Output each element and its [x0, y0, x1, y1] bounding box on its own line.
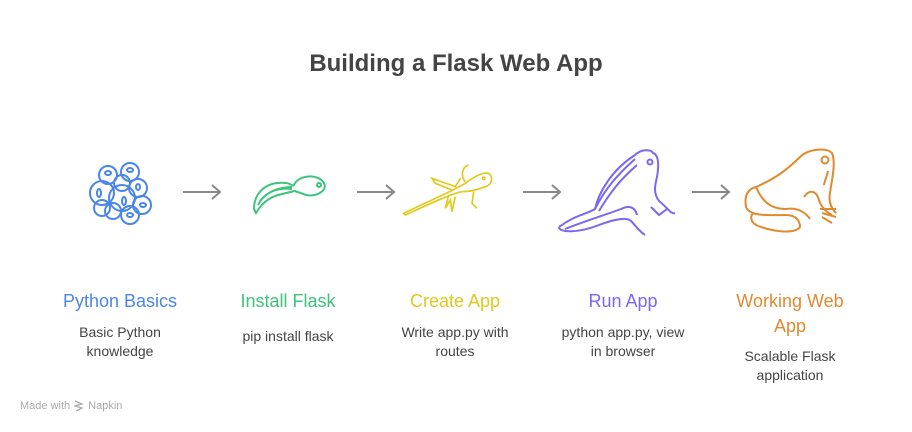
adult-frog-icon [744, 148, 837, 233]
step-desc-install-flask: pip install flask [203, 327, 373, 346]
desc-line: python app.py, view [561, 324, 685, 340]
step-label-install-flask: Install Flask [240, 291, 336, 311]
arrow-icon [692, 184, 731, 200]
tadpole-icon [252, 175, 326, 216]
arrow-icon [183, 184, 222, 200]
desc-line: Scalable Flask [744, 348, 836, 364]
step-label-python-basics: Python Basics [62, 291, 178, 311]
desc-line: knowledge [86, 343, 154, 359]
made-with-text: Made with [20, 400, 71, 412]
desc-line: Basic Python [79, 324, 161, 340]
young-frog-icon [558, 149, 676, 236]
step-desc-working-web-app: Scalable Flask application [705, 347, 875, 385]
desc-line: routes [435, 343, 475, 359]
napkin-logo-icon [74, 400, 85, 412]
frog-eggs-icon [89, 162, 152, 225]
made-with-napkin-footer: Made with Napkin [20, 400, 122, 412]
step-label-create-app: Create App [409, 291, 501, 311]
step-label-working-web-app: Working Web App [736, 291, 844, 336]
step-label-run-app: Run App [588, 291, 658, 311]
napkin-brand-text: Napkin [88, 400, 123, 412]
step-desc-run-app: python app.py, view in browser [538, 323, 708, 361]
desc-line: application [756, 367, 824, 383]
step-desc-create-app: Write app.py with routes [370, 323, 540, 361]
desc-line: in browser [590, 343, 656, 359]
arrow-icon [357, 184, 396, 200]
desc-line: Write app.py with [401, 324, 509, 340]
froglet-icon [402, 164, 493, 217]
page-title: Building a Flask Web App [309, 50, 603, 77]
arrow-icon [523, 184, 562, 200]
desc-line: pip install flask [242, 328, 334, 344]
step-desc-python-basics: Basic Python knowledge [35, 323, 205, 361]
